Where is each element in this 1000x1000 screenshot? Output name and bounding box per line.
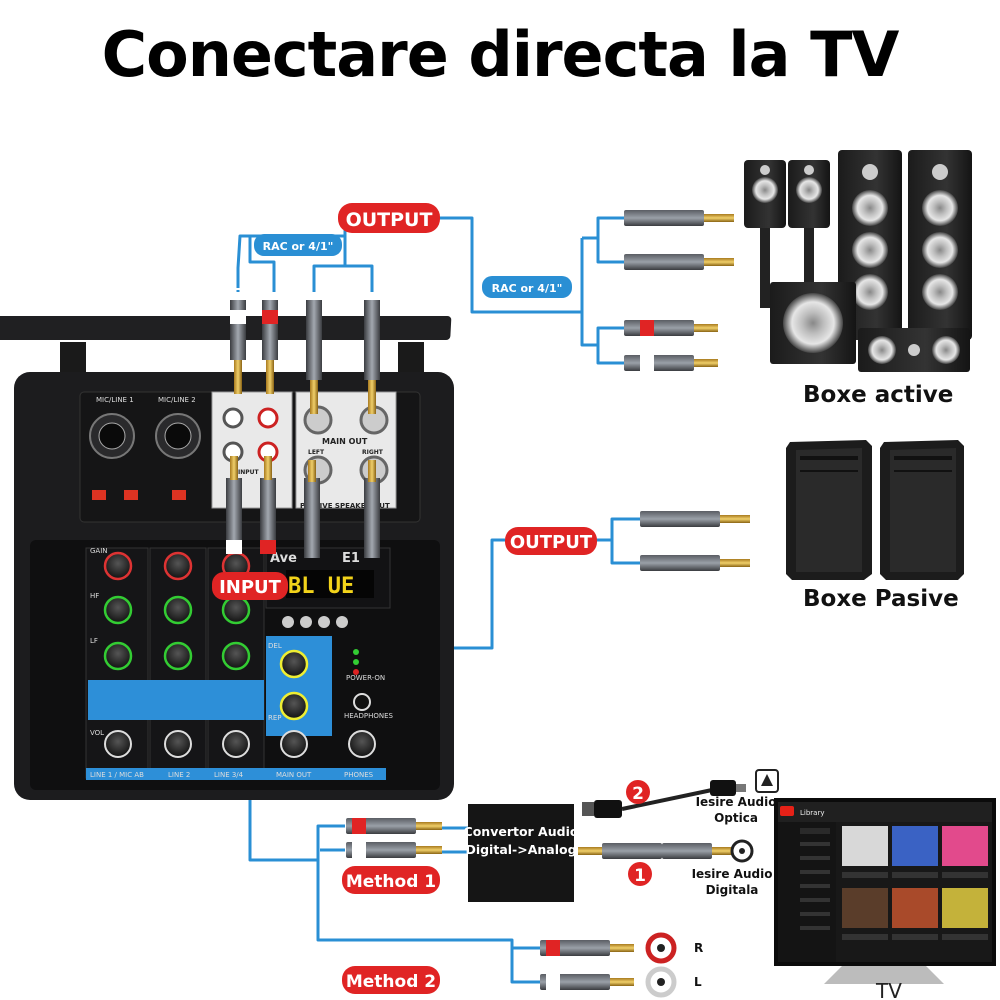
mixer-brand: Ave [270,551,297,566]
svg-text:Method 1: Method 1 [346,872,436,892]
method1-badge: Method 1 [342,866,440,894]
channel-label-2: LINE 2 [168,771,190,779]
passive-output-plugs [640,511,750,571]
knob-label-hf: HF [90,592,99,600]
jack-label-passive-out: PASSIVE SPEAKER OUT [300,502,390,510]
coax-cable [578,839,754,863]
digital-label-1: Iesire Audio [692,867,773,881]
svg-text:RAC or 4/1": RAC or 4/1" [263,240,334,253]
page-title: Conectare directa la TV [101,18,900,91]
channel-l-label: L [694,975,702,989]
optical-cable [582,769,779,818]
knob-label-vol: VOL [90,729,104,737]
active-speakers-label: Boxe active [803,382,954,408]
rac-right-badge: RAC or 4/1" [482,276,572,298]
output-top-badge: OUTPUT [338,203,440,233]
mixer-model: E1 [342,551,360,566]
knob-label-lf: LF [90,637,98,645]
svg-text:2: 2 [632,784,644,804]
audio-mixer: MIC/LINE 1 MIC/LINE 2 MAIN OUT PASSIVE S… [0,316,454,800]
method2-badge: Method 2 [342,966,440,994]
xlr-jacks: MIC/LINE 1 MIC/LINE 2 [89,396,201,500]
knob-label-gain: GAIN [90,547,108,555]
mixer-knobs [103,551,376,758]
passive-speakers-image [786,440,964,580]
output-mid-badge: OUTPUT [505,527,597,555]
tv-sidebar-title: Library [800,809,824,817]
svg-text:OUTPUT: OUTPUT [510,532,593,553]
svg-text:OUTPUT: OUTPUT [346,209,433,231]
channel-label-3: LINE 3/4 [214,771,244,779]
jack-label-main-out: MAIN OUT [322,437,368,446]
tv: Library [774,798,996,984]
channel-label-1: LINE 1 / MIC AB [90,771,144,779]
active-output-plugs [624,210,734,371]
num-1-badge: 1 [628,862,652,886]
channel-r-label: R [694,941,703,955]
converter-box: Convertor Audio Digital->Analog [464,804,579,902]
jack-label-left: LEFT [308,449,325,456]
active-speakers-image [744,150,972,372]
knob-label-del: DEL [268,642,282,650]
jack-label-right: RIGHT [362,449,384,456]
digital-label-2: Digitala [706,883,759,897]
passive-speakers-label: Boxe Pasive [803,586,959,612]
svg-text:INPUT: INPUT [219,577,282,598]
input-badge: INPUT [212,572,288,600]
svg-text:1: 1 [634,866,646,886]
method2-plugs [540,932,677,998]
optical-label-2: Optica [714,811,758,825]
knob-label-rep: REP [268,714,282,722]
svg-text:Convertor Audio: Convertor Audio [464,824,579,839]
jack-label-input: INPUT [238,469,260,476]
mixer-display: BL UE [288,574,354,599]
converter-input-plugs [346,818,442,858]
knob-label-headphones: HEADPHONES [344,712,394,720]
optical-label-1: Iesire Audio [696,795,777,809]
knob-label-power: POWER-ON [346,674,385,682]
rac-left-badge: RAC or 4/1" [254,234,342,256]
jack-label-mic2: MIC/LINE 2 [158,396,196,404]
tv-label: TV [875,979,902,1000]
jack-label-mic1: MIC/LINE 1 [96,396,134,404]
mixer-plugs [226,300,380,558]
svg-text:Digital->Analog: Digital->Analog [465,842,576,857]
channel-label-main: MAIN OUT [276,771,312,779]
channel-label-phones: PHONES [344,771,374,779]
svg-text:RAC or 4/1": RAC or 4/1" [492,282,563,295]
svg-text:Method 2: Method 2 [346,972,436,992]
num-2-badge: 2 [626,780,650,804]
